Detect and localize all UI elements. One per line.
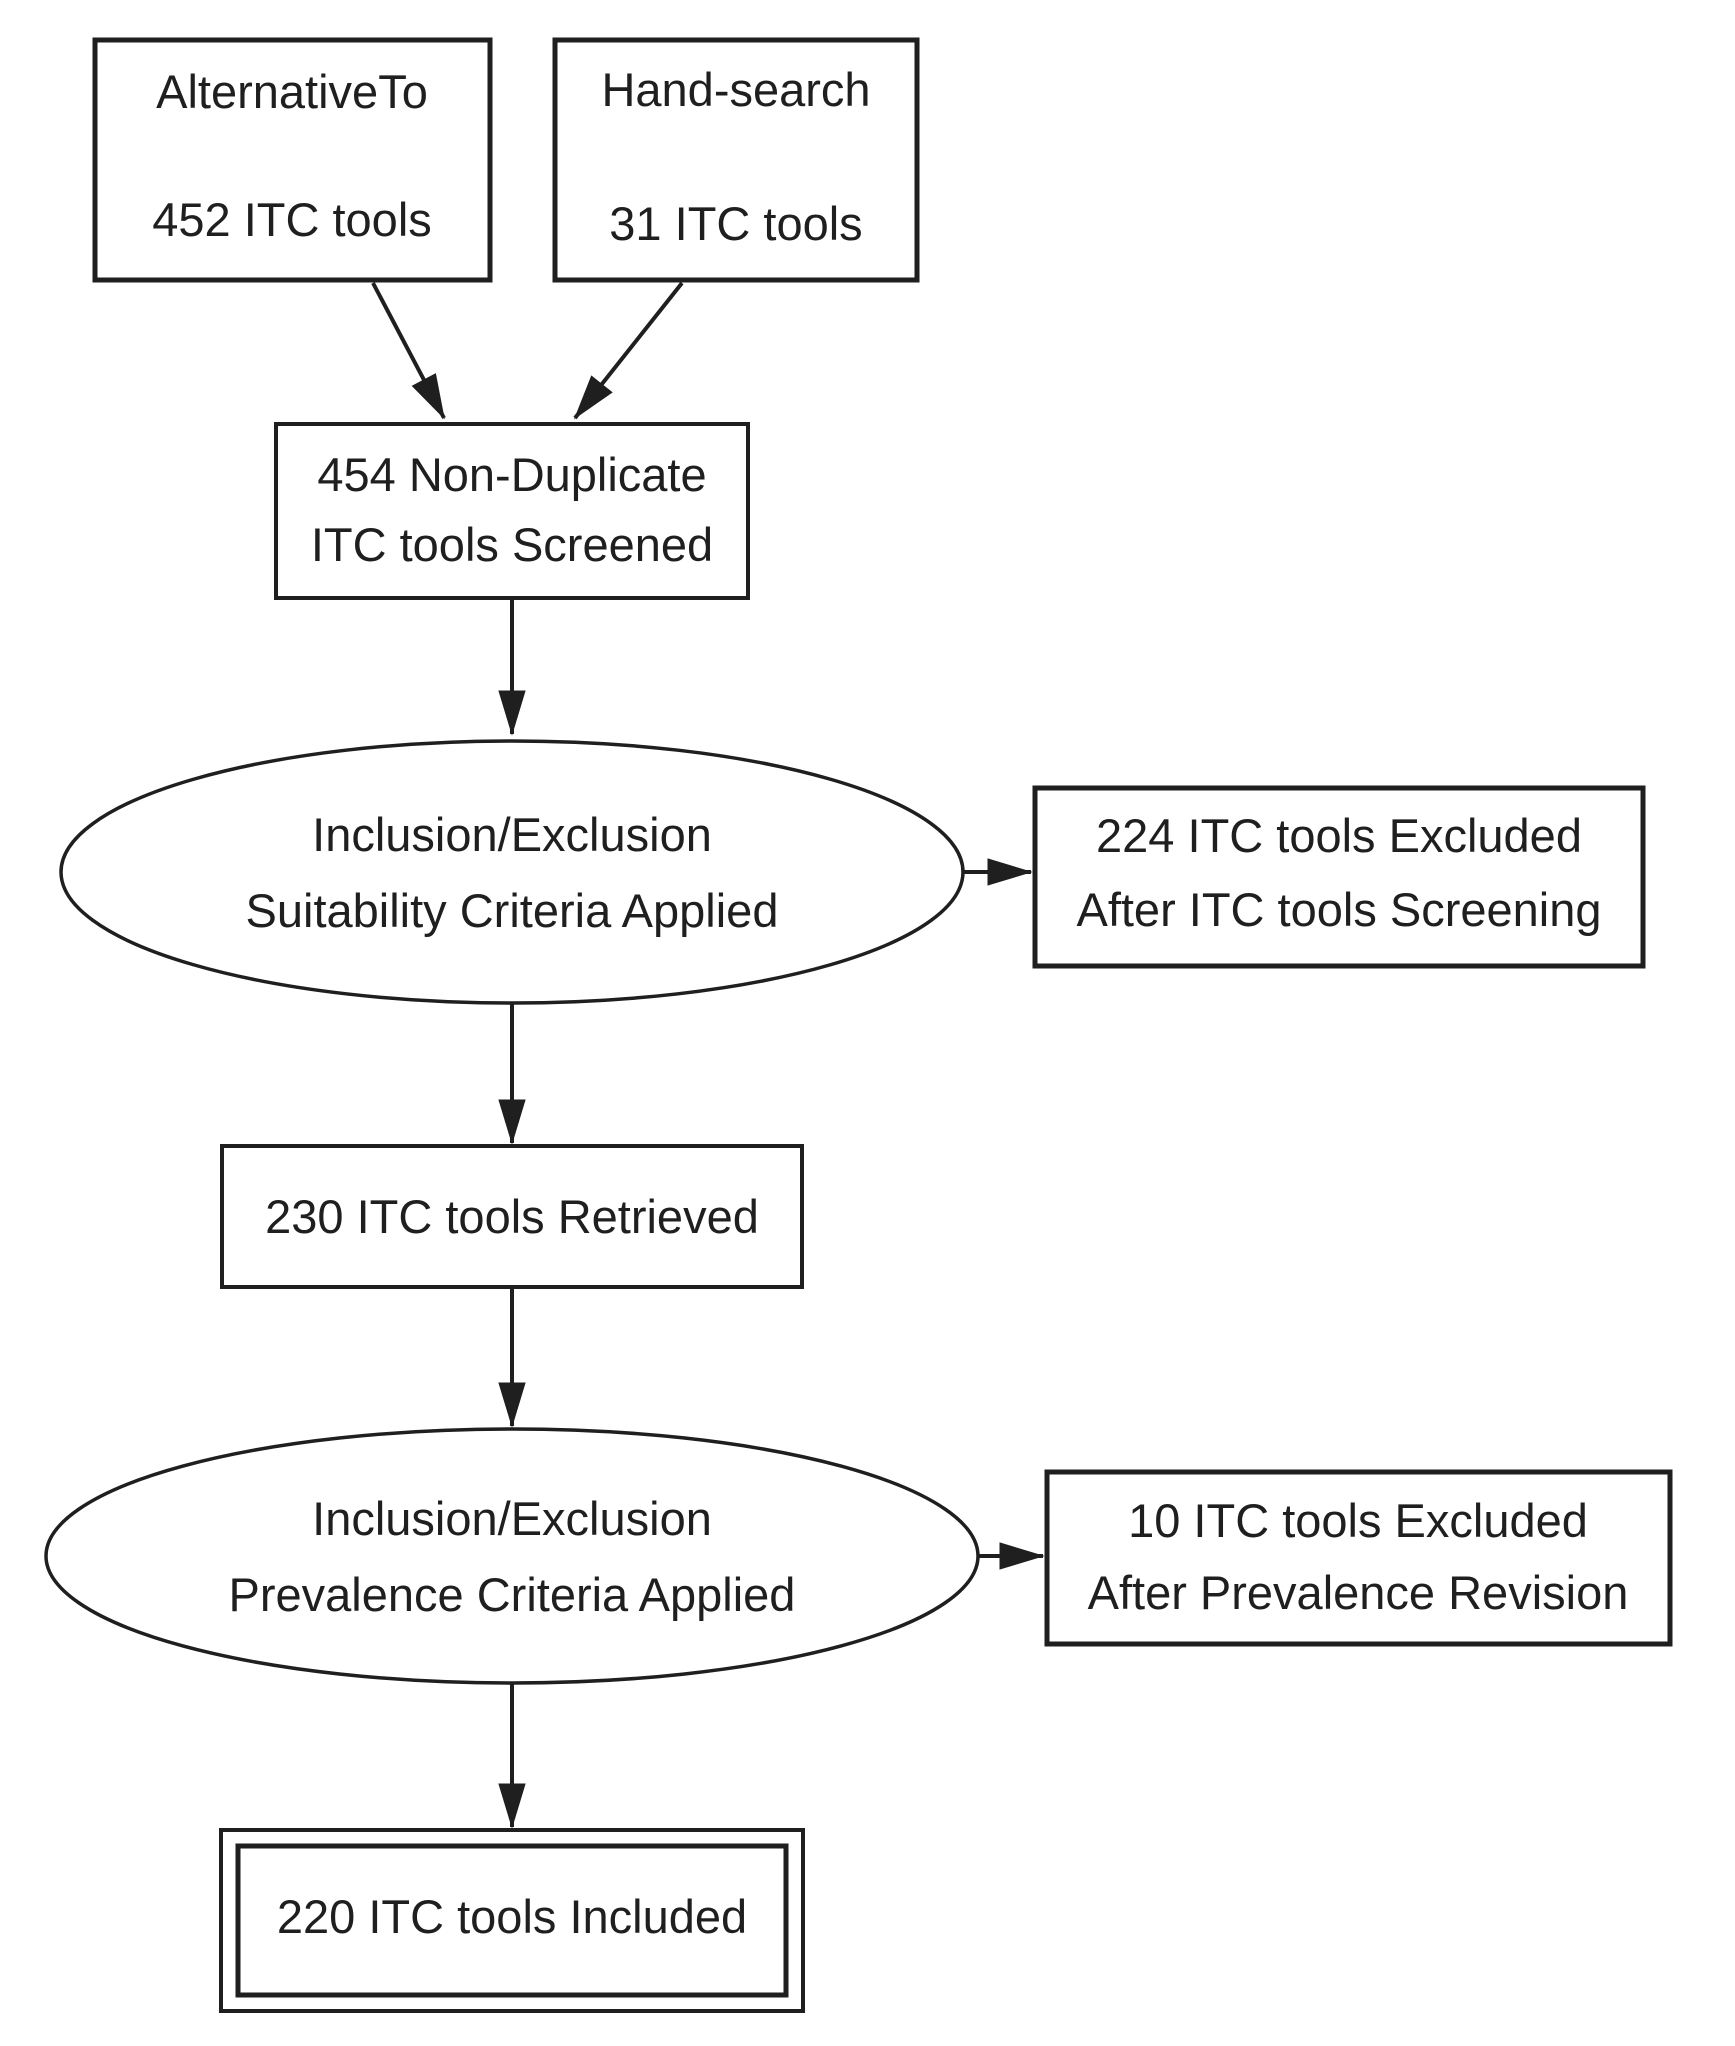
included-label: 220 ITC tools Included [277,1890,747,1943]
excluded-prevalence-line2: After Prevalence Revision [1088,1566,1629,1619]
node-prevalence-criteria: Inclusion/Exclusion Prevalence Criteria … [44,1427,980,1685]
node-excluded-screening: 224 ITC tools Excluded After ITC tools S… [1032,785,1646,969]
suitability-ellipse [59,739,965,1005]
screened-box [274,422,750,600]
handsearch-title: Hand-search [601,63,870,116]
prevalence-line2: Prevalence Criteria Applied [229,1568,796,1621]
retrieved-label: 230 ITC tools Retrieved [265,1190,759,1243]
edge-handsearch-to-screened [573,281,684,420]
node-included: 220 ITC tools Included [219,1828,805,2013]
handsearch-count: 31 ITC tools [609,197,862,250]
node-excluded-prevalence: 10 ITC tools Excluded After Prevalence R… [1044,1469,1673,1647]
alternativeto-count: 452 ITC tools [152,193,432,246]
node-source-handsearch: Hand-search 31 ITC tools [552,37,920,283]
node-screened: 454 Non-Duplicate ITC tools Screened [274,422,750,600]
prevalence-ellipse [44,1427,980,1685]
excluded-prevalence-box [1044,1469,1673,1647]
handsearch-box [552,37,920,283]
suitability-line1: Inclusion/Exclusion [312,808,712,861]
alternativeto-box [92,37,493,283]
alternativeto-title: AlternativeTo [156,65,428,118]
screened-line2: ITC tools Screened [311,518,713,571]
excluded-screening-box [1032,785,1646,969]
excluded-prevalence-line1: 10 ITC tools Excluded [1128,1494,1588,1547]
node-retrieved: 230 ITC tools Retrieved [220,1144,804,1289]
screened-line1: 454 Non-Duplicate [317,448,706,501]
prevalence-line1: Inclusion/Exclusion [312,1492,712,1545]
suitability-line2: Suitability Criteria Applied [246,884,779,937]
node-source-alternativeto: AlternativeTo 452 ITC tools [92,37,493,283]
excluded-screening-line1: 224 ITC tools Excluded [1096,809,1582,862]
excluded-screening-line2: After ITC tools Screening [1076,883,1601,936]
edge-alternativeto-to-screened [371,282,446,420]
included-box-inner [235,1843,789,1998]
node-suitability-criteria: Inclusion/Exclusion Suitability Criteria… [59,739,965,1005]
